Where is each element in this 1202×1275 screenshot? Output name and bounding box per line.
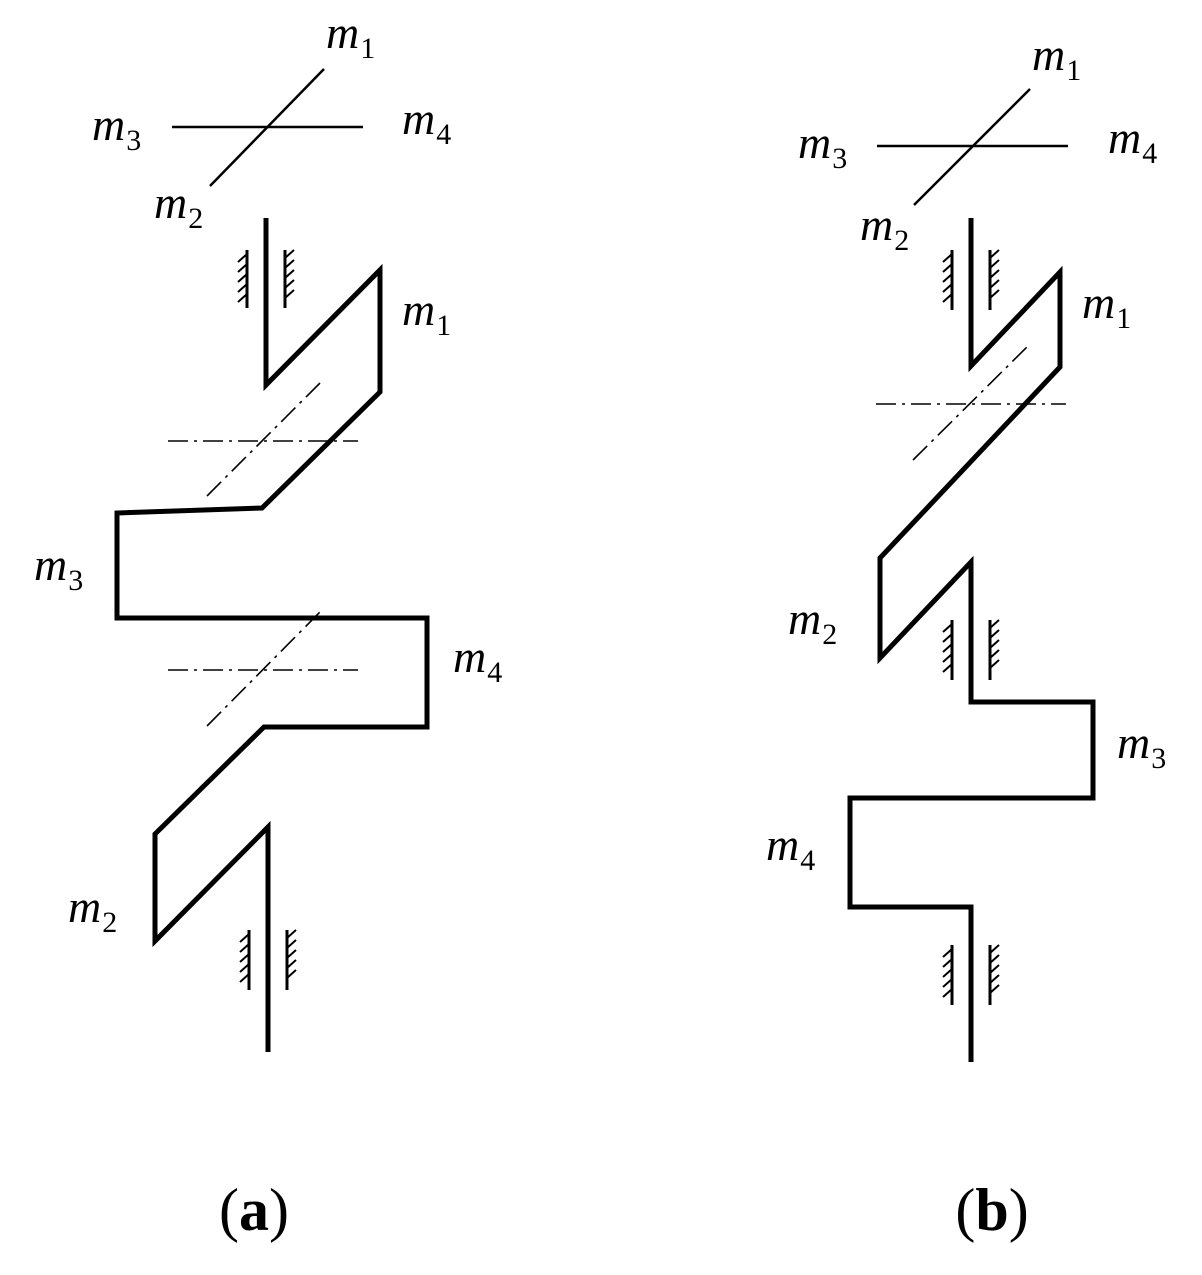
panel-b-upper-bearing-right-hatch <box>989 249 1000 299</box>
panel-b-throw-label-3: m3 <box>1117 717 1166 775</box>
panel-a-centerline-upper-diagonal <box>206 382 321 497</box>
panel-a: m1 m3 m4 m2 <box>34 7 502 1243</box>
panel-a-throw-label-2: m3 <box>34 539 83 597</box>
panel-a-lower-bearing-right-hatch <box>286 929 297 979</box>
panel-a-legend-diagonal-line <box>209 68 325 187</box>
panel-b-throw-label-2: m2 <box>788 593 837 651</box>
panel-a-crankshaft-profile <box>114 218 430 1052</box>
panel-a-throw-label-3: m4 <box>453 631 502 689</box>
panel-b-legend-label-left: m3 <box>798 117 847 175</box>
panel-b-lower-bearing-left-hatch <box>942 948 953 998</box>
panel-a-lower-bearing <box>239 929 297 990</box>
panel-b-middle-bearing <box>942 619 1000 680</box>
panel-b-middle-bearing-right-hatch <box>989 619 1000 669</box>
panel-a-legend-label-left: m3 <box>92 99 141 157</box>
panel-a-throw-label-4: m2 <box>68 881 117 939</box>
panel-a-caption: (a) <box>219 1177 289 1243</box>
panel-a-lower-bearing-left-hatch <box>239 933 250 983</box>
panel-b-legend-label-bottom: m2 <box>860 199 909 257</box>
panel-b-throw-label-4: m4 <box>766 819 815 877</box>
panel-a-upper-bearing-left-hatch <box>237 253 248 303</box>
panel-a-legend-label-bottom: m2 <box>154 177 203 235</box>
panel-b-legend-diagonal-line <box>913 88 1031 206</box>
panel-a-legend-label-top: m1 <box>326 7 375 65</box>
panel-b-throw-label-1: m1 <box>1082 277 1131 335</box>
panel-a-phase-legend: m1 m3 m4 m2 <box>92 7 451 235</box>
panel-b-legend-label-right: m4 <box>1108 112 1157 170</box>
panel-b-middle-bearing-left-hatch <box>942 623 953 673</box>
panel-b-upper-bearing-left-hatch <box>942 253 953 303</box>
panel-b-lower-bearing-right-hatch <box>989 944 1000 994</box>
panel-b-crankshaft-profile <box>847 218 1096 1062</box>
panel-b-centerline-diagonal <box>912 343 1031 461</box>
panel-b-phase-legend: m1 m3 m4 m2 <box>798 29 1157 257</box>
panel-a-upper-bearing <box>237 249 295 308</box>
panel-a-centerline-lower-diagonal <box>206 611 321 727</box>
panel-b: m1 m3 m4 m2 <box>766 29 1166 1243</box>
panel-b-legend-label-top: m1 <box>1032 29 1081 87</box>
panel-a-throw-label-1: m1 <box>402 284 451 342</box>
panel-b-lower-bearing <box>942 944 1000 1005</box>
panel-b-caption: (b) <box>955 1177 1028 1243</box>
panel-a-upper-bearing-right-hatch <box>284 249 295 299</box>
panel-a-legend-label-right: m4 <box>402 93 451 151</box>
panel-b-upper-bearing <box>942 249 1000 310</box>
